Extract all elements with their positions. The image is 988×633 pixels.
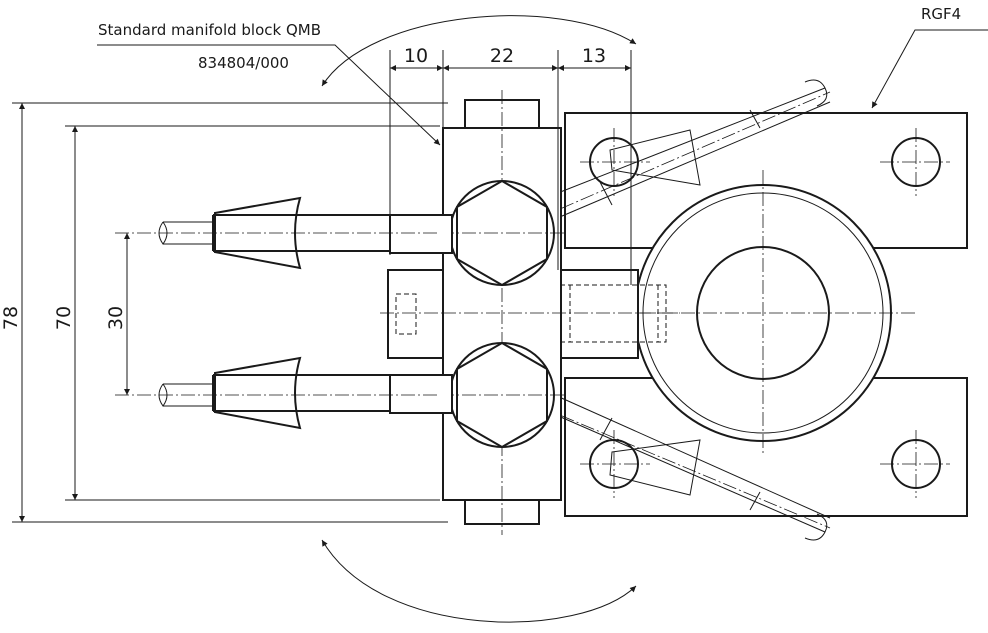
model-label: RGF4 bbox=[921, 5, 961, 23]
dim-78: 78 bbox=[0, 306, 22, 330]
part-number-label: 834804/000 bbox=[198, 54, 289, 72]
rotation-arrow-top bbox=[321, 15, 637, 87]
diagonal-hose-bottom bbox=[499, 389, 831, 541]
hose-left-top bbox=[115, 196, 453, 270]
dim-22: 22 bbox=[490, 45, 514, 67]
hex-fitting-bottom bbox=[440, 341, 565, 449]
rotary-body bbox=[615, 170, 915, 456]
dim-13: 13 bbox=[582, 45, 606, 67]
dim-70: 70 bbox=[53, 306, 75, 330]
side-plug bbox=[380, 269, 444, 359]
rotation-arrow-bottom bbox=[321, 539, 637, 623]
manifold-block-label: Standard manifold block QMB bbox=[98, 21, 321, 39]
dim-30: 30 bbox=[105, 306, 127, 330]
connecting-shaft bbox=[447, 269, 667, 359]
hose-left-bottom bbox=[115, 356, 453, 430]
dim-10: 10 bbox=[404, 45, 428, 67]
dimension-lines bbox=[12, 29, 988, 523]
diagonal-hose-top bbox=[499, 79, 831, 236]
